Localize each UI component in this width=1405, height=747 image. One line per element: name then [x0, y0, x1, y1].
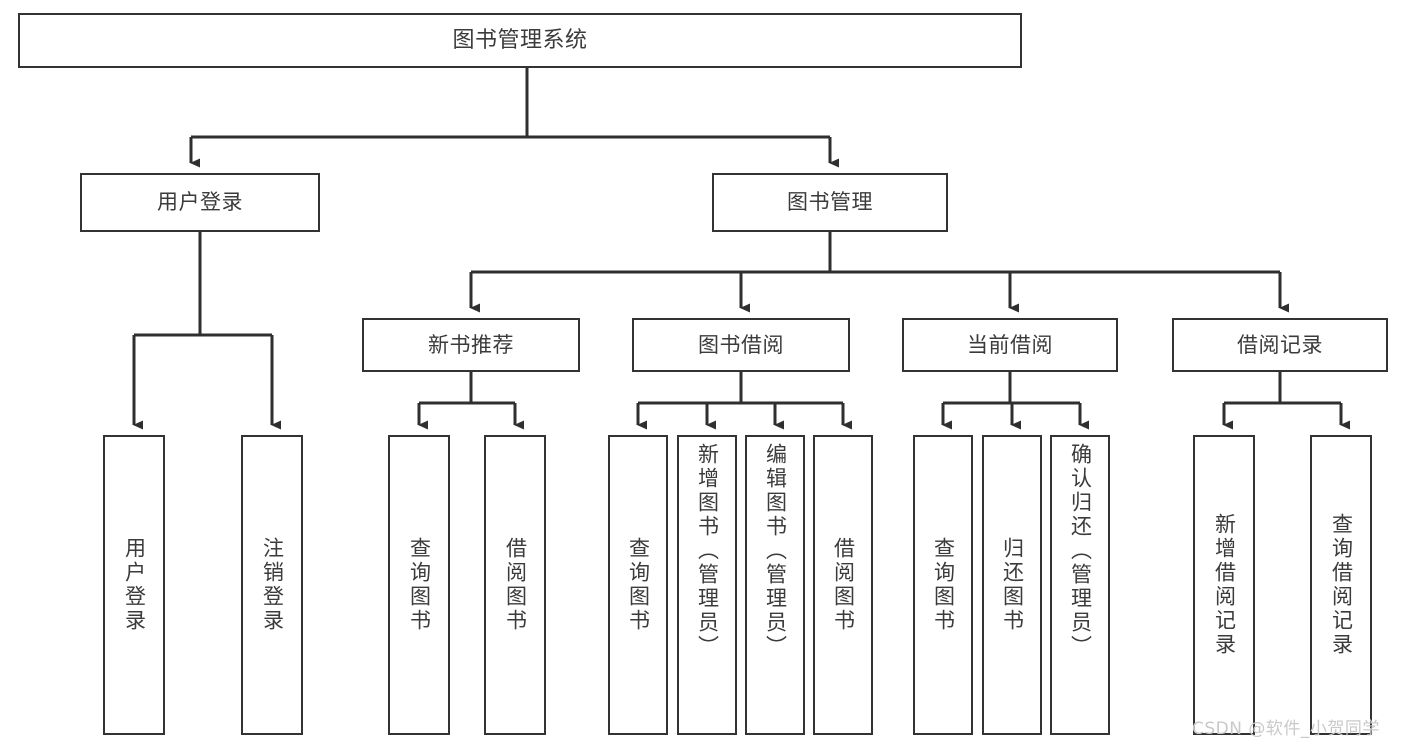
node-leaf-return-book-label: 归还图书	[1000, 537, 1025, 633]
watermark-text: CSDN @软件_小贺同学	[1192, 719, 1380, 739]
node-leaf-confirm-return-admin-label: 确认归还（管理员）	[1068, 443, 1093, 659]
node-leaf-logout-login-label: 注销登录	[260, 537, 285, 633]
node-leaf-add-borrow-record[interactable]: 新增借阅记录	[1193, 435, 1255, 735]
node-leaf-query-book-current-label: 查询图书	[931, 537, 956, 633]
node-book-borrow-label: 图书借阅	[698, 332, 784, 357]
node-leaf-query-borrow-record-label: 查询借阅记录	[1329, 513, 1354, 657]
node-leaf-borrow-book-recommend-label: 借阅图书	[503, 537, 528, 633]
node-leaf-borrow-book-label: 借阅图书	[831, 537, 856, 633]
node-book-borrow[interactable]: 图书借阅	[632, 318, 850, 372]
node-leaf-query-book-borrow-label: 查询图书	[626, 537, 651, 633]
node-borrow-record-label: 借阅记录	[1237, 332, 1323, 357]
node-leaf-add-book-admin[interactable]: 新增图书（管理员）	[677, 435, 737, 735]
node-user-login[interactable]: 用户登录	[80, 173, 320, 232]
node-root[interactable]: 图书管理系统	[18, 13, 1022, 68]
node-user-login-label: 用户登录	[157, 190, 243, 215]
node-leaf-query-book-current[interactable]: 查询图书	[913, 435, 973, 735]
node-leaf-borrow-book[interactable]: 借阅图书	[813, 435, 873, 735]
node-leaf-add-book-admin-label: 新增图书（管理员）	[695, 443, 720, 659]
node-current-borrow[interactable]: 当前借阅	[902, 318, 1118, 372]
node-current-borrow-label: 当前借阅	[967, 332, 1053, 357]
node-borrow-record[interactable]: 借阅记录	[1172, 318, 1388, 372]
node-book-manage[interactable]: 图书管理	[712, 173, 948, 232]
node-leaf-edit-book-admin[interactable]: 编辑图书（管理员）	[745, 435, 805, 735]
node-new-book-recommend-label: 新书推荐	[428, 332, 514, 357]
node-leaf-edit-book-admin-label: 编辑图书（管理员）	[763, 443, 788, 659]
node-leaf-query-borrow-record[interactable]: 查询借阅记录	[1310, 435, 1372, 735]
node-leaf-return-book[interactable]: 归还图书	[982, 435, 1042, 735]
node-leaf-query-book-borrow[interactable]: 查询图书	[608, 435, 668, 735]
node-book-manage-label: 图书管理	[787, 190, 873, 215]
node-leaf-confirm-return-admin[interactable]: 确认归还（管理员）	[1050, 435, 1110, 735]
node-leaf-borrow-book-recommend[interactable]: 借阅图书	[484, 435, 546, 735]
node-leaf-user-login-label: 用户登录	[122, 537, 147, 633]
node-leaf-query-book-recommend-label: 查询图书	[407, 537, 432, 633]
node-leaf-logout-login[interactable]: 注销登录	[241, 435, 303, 735]
node-leaf-user-login[interactable]: 用户登录	[103, 435, 165, 735]
node-leaf-query-book-recommend[interactable]: 查询图书	[388, 435, 450, 735]
node-leaf-add-borrow-record-label: 新增借阅记录	[1212, 513, 1237, 657]
node-new-book-recommend[interactable]: 新书推荐	[362, 318, 580, 372]
node-root-label: 图书管理系统	[452, 27, 588, 53]
